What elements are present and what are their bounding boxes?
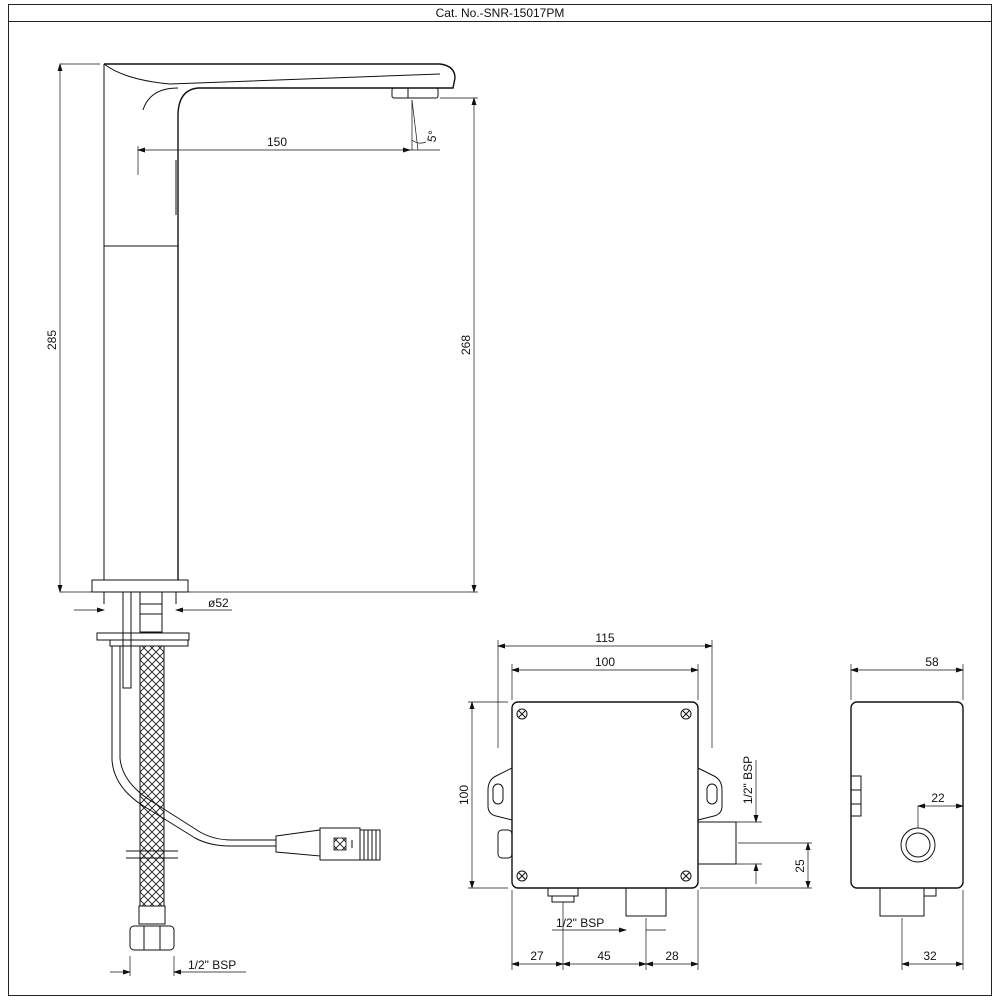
- side-inlet-pipe: [879, 887, 925, 917]
- faucet-view: 5°: [45, 63, 478, 976]
- side-box-body: [850, 701, 964, 889]
- screw-icon: [516, 708, 528, 720]
- connector-grip: [333, 837, 347, 851]
- dim-spout-reach: 150: [267, 135, 287, 149]
- dim-base-diameter: ø52: [208, 596, 229, 610]
- sensor-cable-inner: [119, 646, 276, 841]
- inlet-port-left: [547, 887, 579, 897]
- screw-icon: [680, 708, 692, 720]
- mounting-ear-right: [697, 767, 723, 821]
- washer: [96, 632, 190, 641]
- dim-box-outlet-thread: 1/2" BSP: [741, 756, 755, 804]
- side-clip: [850, 775, 862, 817]
- cable-gland: [497, 829, 513, 859]
- dim-box-outlet-offset: 25: [793, 859, 807, 873]
- inlet-port-center: [625, 887, 667, 917]
- dim-box-offset-left: 27: [530, 949, 544, 963]
- dim-side-port-offset: 32: [923, 949, 937, 963]
- control-box-body: [511, 701, 699, 889]
- spout-top-curve: [103, 63, 441, 85]
- braided-hose: [139, 645, 165, 907]
- dim-box-inlet-thread: 1/2" BSP: [556, 916, 604, 930]
- control-box-side-view: 58 22 32: [850, 655, 964, 970]
- hose-nut: [129, 925, 175, 951]
- angle-tilted-line: [411, 99, 419, 151]
- dim-box-body-width: 100: [595, 655, 615, 669]
- angle-arc: [411, 139, 427, 144]
- aerator: [391, 87, 439, 99]
- sensor-cable: [111, 646, 276, 847]
- dim-box-overall-width: 115: [595, 631, 614, 645]
- side-inlet-collar: [923, 887, 937, 897]
- inlet-port-left-tip: [551, 895, 575, 903]
- dim-side-port-diameter: 22: [931, 791, 945, 805]
- hose-ferrule: [138, 905, 166, 925]
- dim-box-body-height: 100: [457, 785, 471, 805]
- side-port-inner: [905, 832, 931, 858]
- outlet-pipe: [697, 821, 737, 865]
- mounting-ear-left: [487, 767, 513, 821]
- dim-total-height: 285: [45, 330, 59, 350]
- cable-boot: [275, 829, 321, 857]
- faucet-spout-outline: [104, 63, 456, 580]
- dim-box-offset-right: 28: [665, 949, 679, 963]
- base-plate: [91, 579, 189, 593]
- ear-slot-right: [706, 783, 718, 805]
- dim-side-depth: 58: [925, 655, 939, 669]
- spout-inner-curve: [142, 87, 179, 111]
- screw-icon: [516, 870, 528, 882]
- dim-faucet-inlet-thread: 1/2" BSP: [188, 958, 236, 972]
- connector-knurl: [363, 830, 377, 860]
- catalog-title: Cat. No.-SNR-15017PM: [8, 4, 992, 22]
- shank-nut: [139, 591, 163, 633]
- screw-icon: [680, 870, 692, 882]
- dim-spout-height: 268: [459, 335, 473, 355]
- connector-end: [359, 829, 381, 861]
- spout-angle-label: 5°: [424, 129, 440, 143]
- backnut-plate: [109, 639, 189, 647]
- ear-slot-left: [492, 783, 504, 805]
- control-box-front-view: 115 100 100 1/2" BSP 25 1/2" B: [457, 631, 812, 970]
- dim-box-port-spacing: 45: [597, 949, 611, 963]
